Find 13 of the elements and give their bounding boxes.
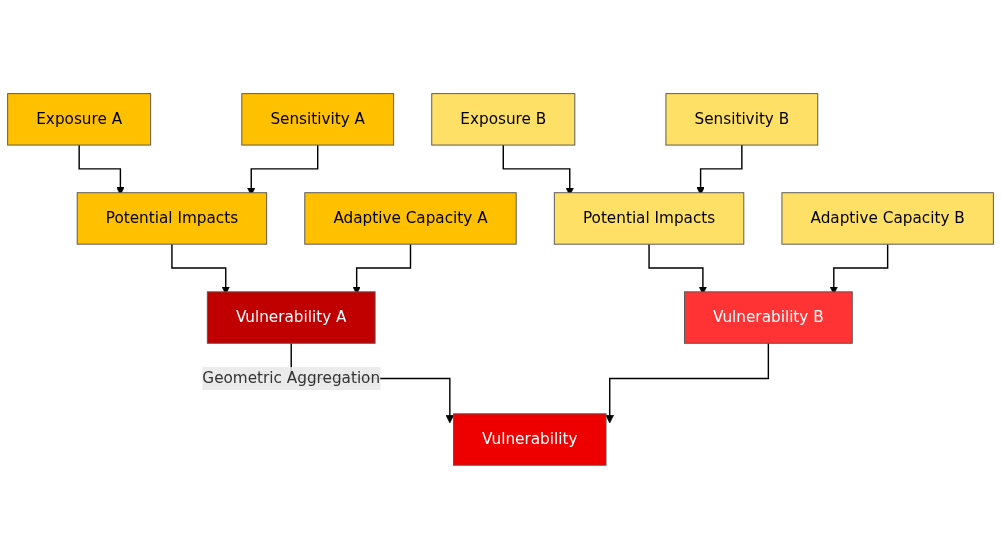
node-box: Sensitivity B	[665, 93, 819, 146]
node-box: Vulnerability	[453, 413, 607, 466]
node-box: Exposure B	[431, 93, 576, 146]
node-box: Potential Impacts	[76, 192, 268, 245]
node-box: Vulnerability B	[683, 291, 853, 344]
node-box: Potential Impacts	[553, 192, 745, 245]
arrow	[605, 342, 770, 424]
edge-label: Geometric Aggregation	[202, 369, 381, 388]
node-box: Adaptive Capacity A	[304, 192, 517, 245]
node-box: Adaptive Capacity B	[781, 192, 994, 245]
node-box: Sensitivity A	[241, 93, 395, 146]
node-box: Exposure A	[7, 93, 152, 146]
node-box: Vulnerability A	[206, 291, 376, 344]
